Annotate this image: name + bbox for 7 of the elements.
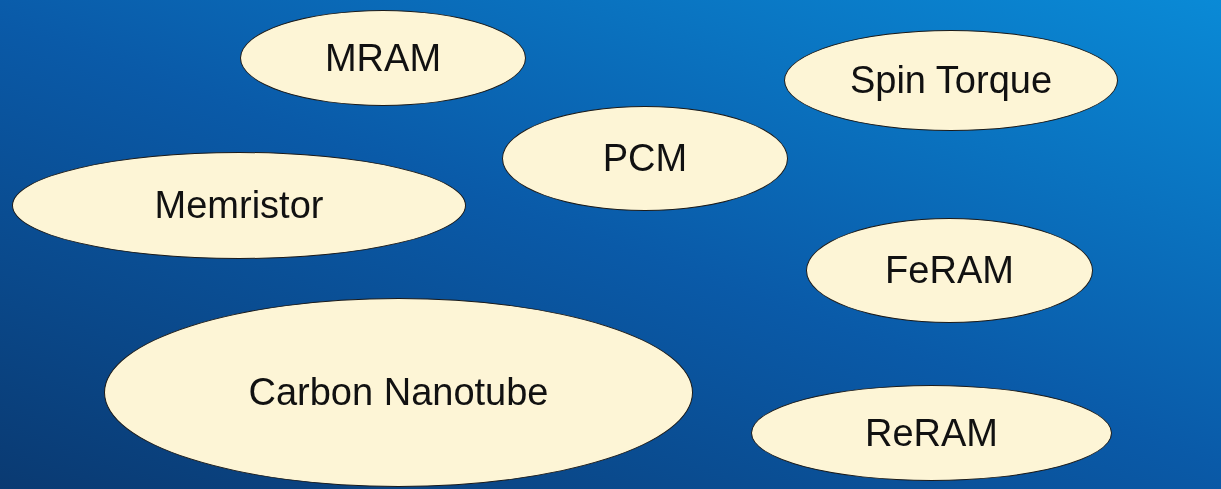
- node-label: Carbon Nanotube: [248, 371, 549, 414]
- node-label: ReRAM: [865, 411, 998, 455]
- node-label: MRAM: [324, 36, 442, 80]
- node-label: Spin Torque: [849, 59, 1053, 102]
- node-label: FeRAM: [885, 249, 1014, 292]
- node-label: Memristor: [154, 184, 324, 227]
- node-label: PCM: [602, 137, 688, 180]
